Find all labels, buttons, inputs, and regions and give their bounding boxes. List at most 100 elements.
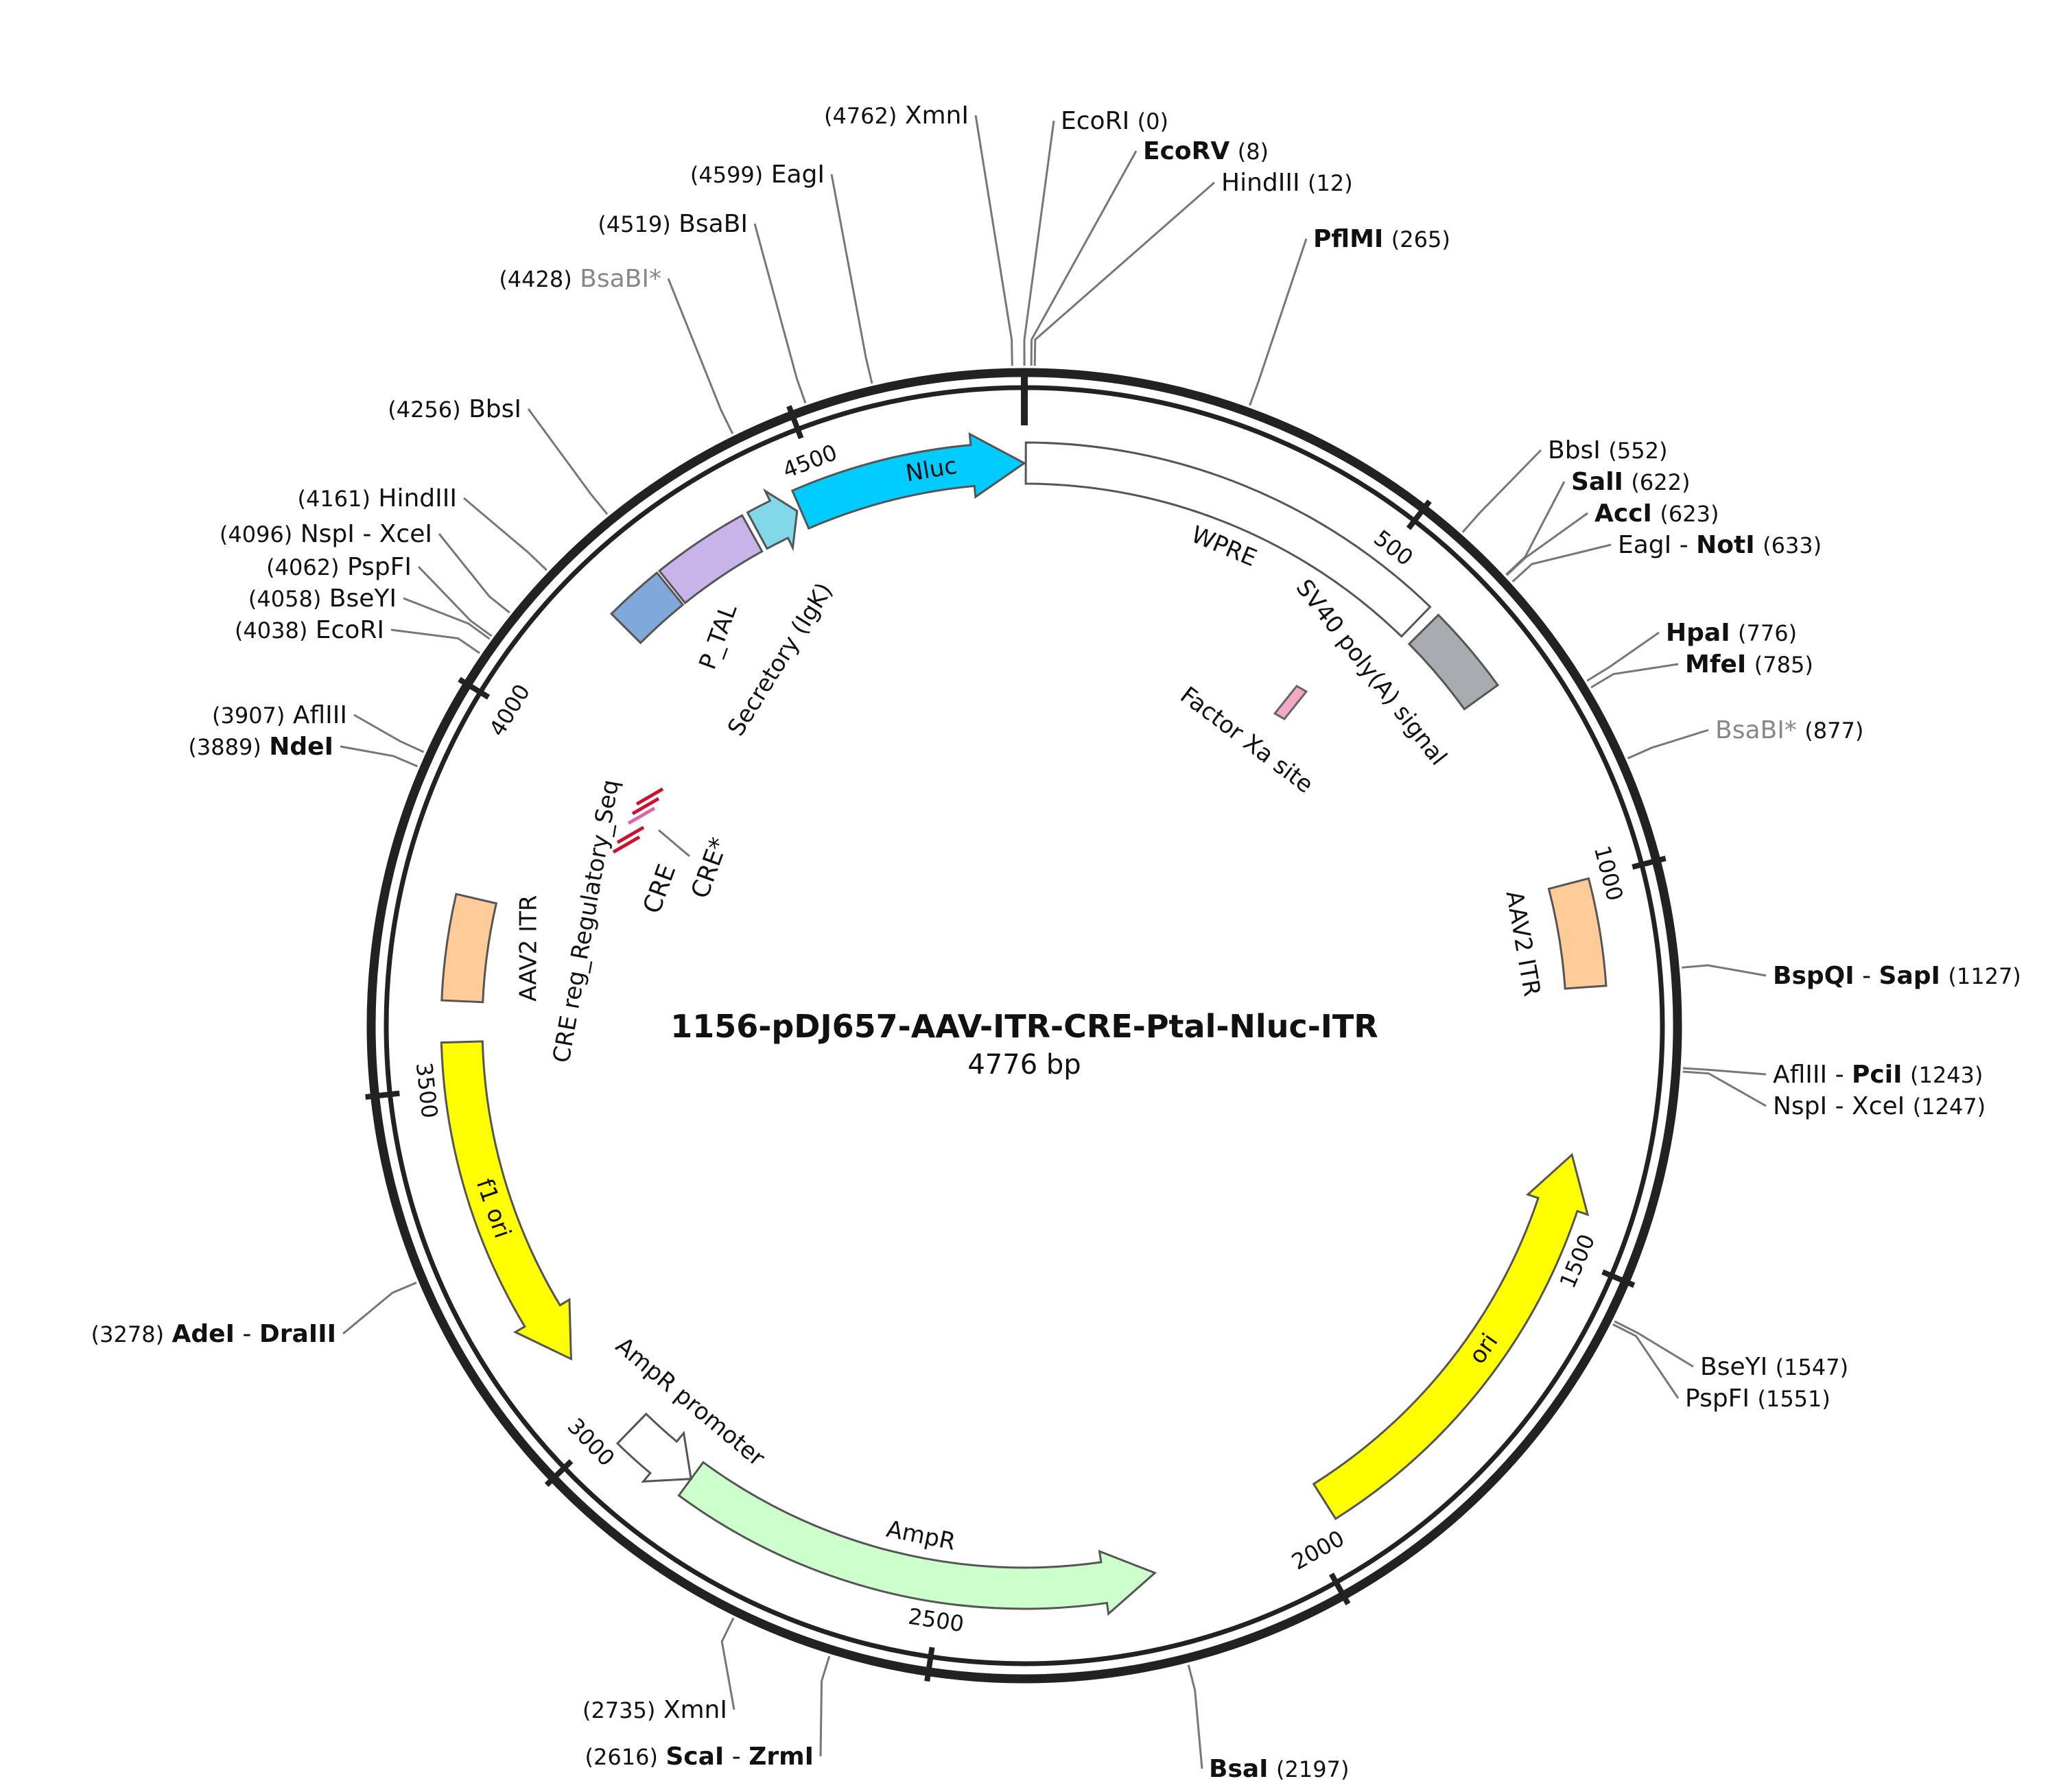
site-gap — [1383, 225, 1391, 253]
restriction-site-pflmi-265[interactable]: PflMI (265) — [1249, 225, 1450, 406]
factor-xa-site[interactable]: Factor Xa site — [1175, 681, 1319, 799]
site-gap — [461, 395, 469, 423]
ori-feature[interactable] — [1312, 1153, 1590, 1520]
site-gap — [671, 210, 679, 238]
site-gap — [1300, 169, 1308, 197]
site-enzyme: EcoRI — [316, 616, 384, 644]
site-position: (4096) — [220, 521, 292, 547]
restriction-site-bsabi-877[interactable]: BsaBI* (877) — [1627, 716, 1864, 759]
site-gap — [1129, 107, 1137, 135]
site-position: (4428) — [499, 266, 572, 292]
restriction-site-ecori-0[interactable]: EcoRI (0) — [1023, 107, 1168, 366]
restriction-site-bsai-2197[interactable]: BsaI (2197) — [1187, 1664, 1349, 1783]
aav2-right-feature[interactable] — [1547, 877, 1608, 990]
site-separator: - — [235, 1320, 259, 1348]
restriction-site-hpai-776[interactable]: HpaI (776) — [1586, 619, 1797, 682]
restriction-site-bbsi-552[interactable]: BbsI (552) — [1461, 436, 1668, 533]
secretory-label: Secretory (IgK) — [722, 578, 838, 741]
leader-line — [353, 714, 425, 753]
restriction-site-nspi-xcei-1247[interactable]: NspI - XceI (1247) — [1682, 1070, 1986, 1120]
ampr-feature[interactable] — [677, 1461, 1157, 1616]
restriction-site-bseyi-4058[interactable]: (4058) BseYI — [248, 585, 491, 640]
site-enzyme: HindIII — [1221, 169, 1300, 197]
site-label: (4762) XmnI — [824, 102, 969, 130]
secretory-feature[interactable] — [746, 488, 799, 552]
site-separator: - — [355, 520, 379, 548]
cre-reg-feature[interactable] — [610, 571, 685, 645]
site-position: (8) — [1238, 139, 1269, 165]
site-enzyme: BseYI — [1700, 1353, 1767, 1381]
site-label: (3907) AflIII — [212, 701, 347, 729]
nluc-feature[interactable] — [790, 432, 1026, 530]
restriction-site-bbsi-4256[interactable]: (4256) BbsI — [388, 395, 609, 515]
restriction-site-acci-623[interactable]: AccI (623) — [1506, 499, 1719, 576]
site-enzyme-2: PciI — [1852, 1061, 1902, 1089]
site-gap — [1767, 1353, 1775, 1381]
restriction-site-pspfi-4062[interactable]: (4062) PspFI — [266, 553, 493, 637]
site-gap — [292, 520, 300, 548]
restriction-site-ndei-3889[interactable]: (3889) NdeI — [188, 733, 418, 768]
site-position: (1127) — [1948, 963, 2021, 989]
aav2-left-feature[interactable] — [440, 893, 498, 1004]
restriction-site-eagi-4599[interactable]: (4599) EagI — [690, 161, 873, 384]
restriction-site-bseyi-1547[interactable]: BseYI (1547) — [1614, 1320, 1848, 1381]
restriction-site-eagi-noti-633[interactable]: EagI - NotI (633) — [1511, 531, 1822, 582]
site-position: (2197) — [1276, 1756, 1349, 1782]
restriction-site-afliii-3907[interactable]: (3907) AflIII — [212, 701, 425, 753]
leader-line — [417, 565, 493, 637]
site-position: (0) — [1138, 108, 1168, 134]
sv40-feature[interactable] — [1407, 613, 1500, 711]
restriction-site-hindiii-4161[interactable]: (4161) HindIII — [298, 484, 548, 571]
restriction-site-ecorv-8[interactable]: EcoRV (8) — [1030, 137, 1269, 366]
site-gap — [897, 102, 904, 130]
site-label: (4038) EcoRI — [235, 616, 384, 644]
site-gap — [370, 484, 378, 512]
site-position: (4519) — [598, 211, 670, 237]
restriction-site-mfei-785[interactable]: MfeI (785) — [1590, 650, 1813, 689]
restriction-site-pspfi-1551[interactable]: PspFI (1551) — [1612, 1323, 1830, 1413]
leader-line — [1033, 181, 1215, 366]
site-enzyme: EcoRV — [1143, 137, 1229, 165]
restriction-site-ecori-4038[interactable]: (4038) EcoRI — [235, 616, 480, 655]
restriction-site-bspqi-sapi-1127[interactable]: BspQI - SapI (1127) — [1682, 962, 2021, 990]
site-position: (4062) — [266, 554, 339, 580]
site-label: (4161) HindIII — [298, 484, 457, 512]
leader-line — [819, 1655, 831, 1757]
restriction-site-bsabi-4519[interactable]: (4519) BsaBI — [598, 210, 807, 403]
site-position: (3907) — [212, 703, 285, 729]
site-label: (4062) PspFI — [266, 553, 412, 581]
site-enzyme: BspQI — [1773, 962, 1855, 990]
restriction-site-bsabi-4428[interactable]: (4428) BsaBI* — [499, 265, 734, 434]
restriction-site-afliii-pcii-1243[interactable]: AflIII - PciI (1243) — [1682, 1061, 1983, 1089]
restriction-site-hindiii-12[interactable]: HindIII (12) — [1033, 169, 1353, 366]
restriction-site-adei-draiii-3278[interactable]: (3278) AdeI - DraIII — [91, 1282, 417, 1348]
ampr-promoter-feature[interactable] — [615, 1412, 692, 1483]
cre-site-marks[interactable]: CRE* CRE — [612, 787, 734, 917]
site-gap — [1797, 716, 1804, 744]
site-enzyme: BbsI — [469, 395, 521, 423]
ptal-label: P_TAL — [694, 600, 742, 673]
site-enzyme: XmnI — [905, 102, 969, 130]
site-gap — [1730, 619, 1738, 647]
site-position: (633) — [1763, 532, 1822, 558]
site-position: (1547) — [1776, 1354, 1848, 1380]
restriction-site-nspi-xcei-4096[interactable]: (4096) NspI - XceI — [220, 520, 510, 614]
ptal-feature[interactable] — [657, 514, 764, 604]
site-enzyme-2: ZrmI — [749, 1743, 814, 1771]
leader-line — [1187, 1664, 1203, 1769]
leader-line — [1023, 120, 1055, 366]
wpre-feature[interactable] — [1024, 441, 1432, 638]
site-label: AccI (623) — [1594, 499, 1719, 528]
site-enzyme: PflMI — [1313, 225, 1383, 253]
plasmid-title: 1156-pDJ657-AAV-ITR-CRE-Ptal-Nluc-ITR — [670, 1008, 1378, 1045]
restriction-site-xmni-2735[interactable]: (2735) XmnI — [582, 1617, 735, 1724]
tick-label: 2000 — [1287, 1525, 1349, 1575]
restriction-site-scai-zrmi-2616[interactable]: (2616) ScaI - ZrmI — [585, 1655, 831, 1771]
leader-line — [527, 408, 609, 515]
site-enzyme: AflIII — [293, 701, 347, 729]
site-label: (4599) EagI — [690, 161, 825, 189]
leader-line — [1511, 543, 1612, 582]
f1-ori-feature[interactable] — [440, 1040, 572, 1361]
site-gap — [307, 616, 315, 644]
restriction-site-xmni-4762[interactable]: (4762) XmnI — [824, 102, 1013, 366]
